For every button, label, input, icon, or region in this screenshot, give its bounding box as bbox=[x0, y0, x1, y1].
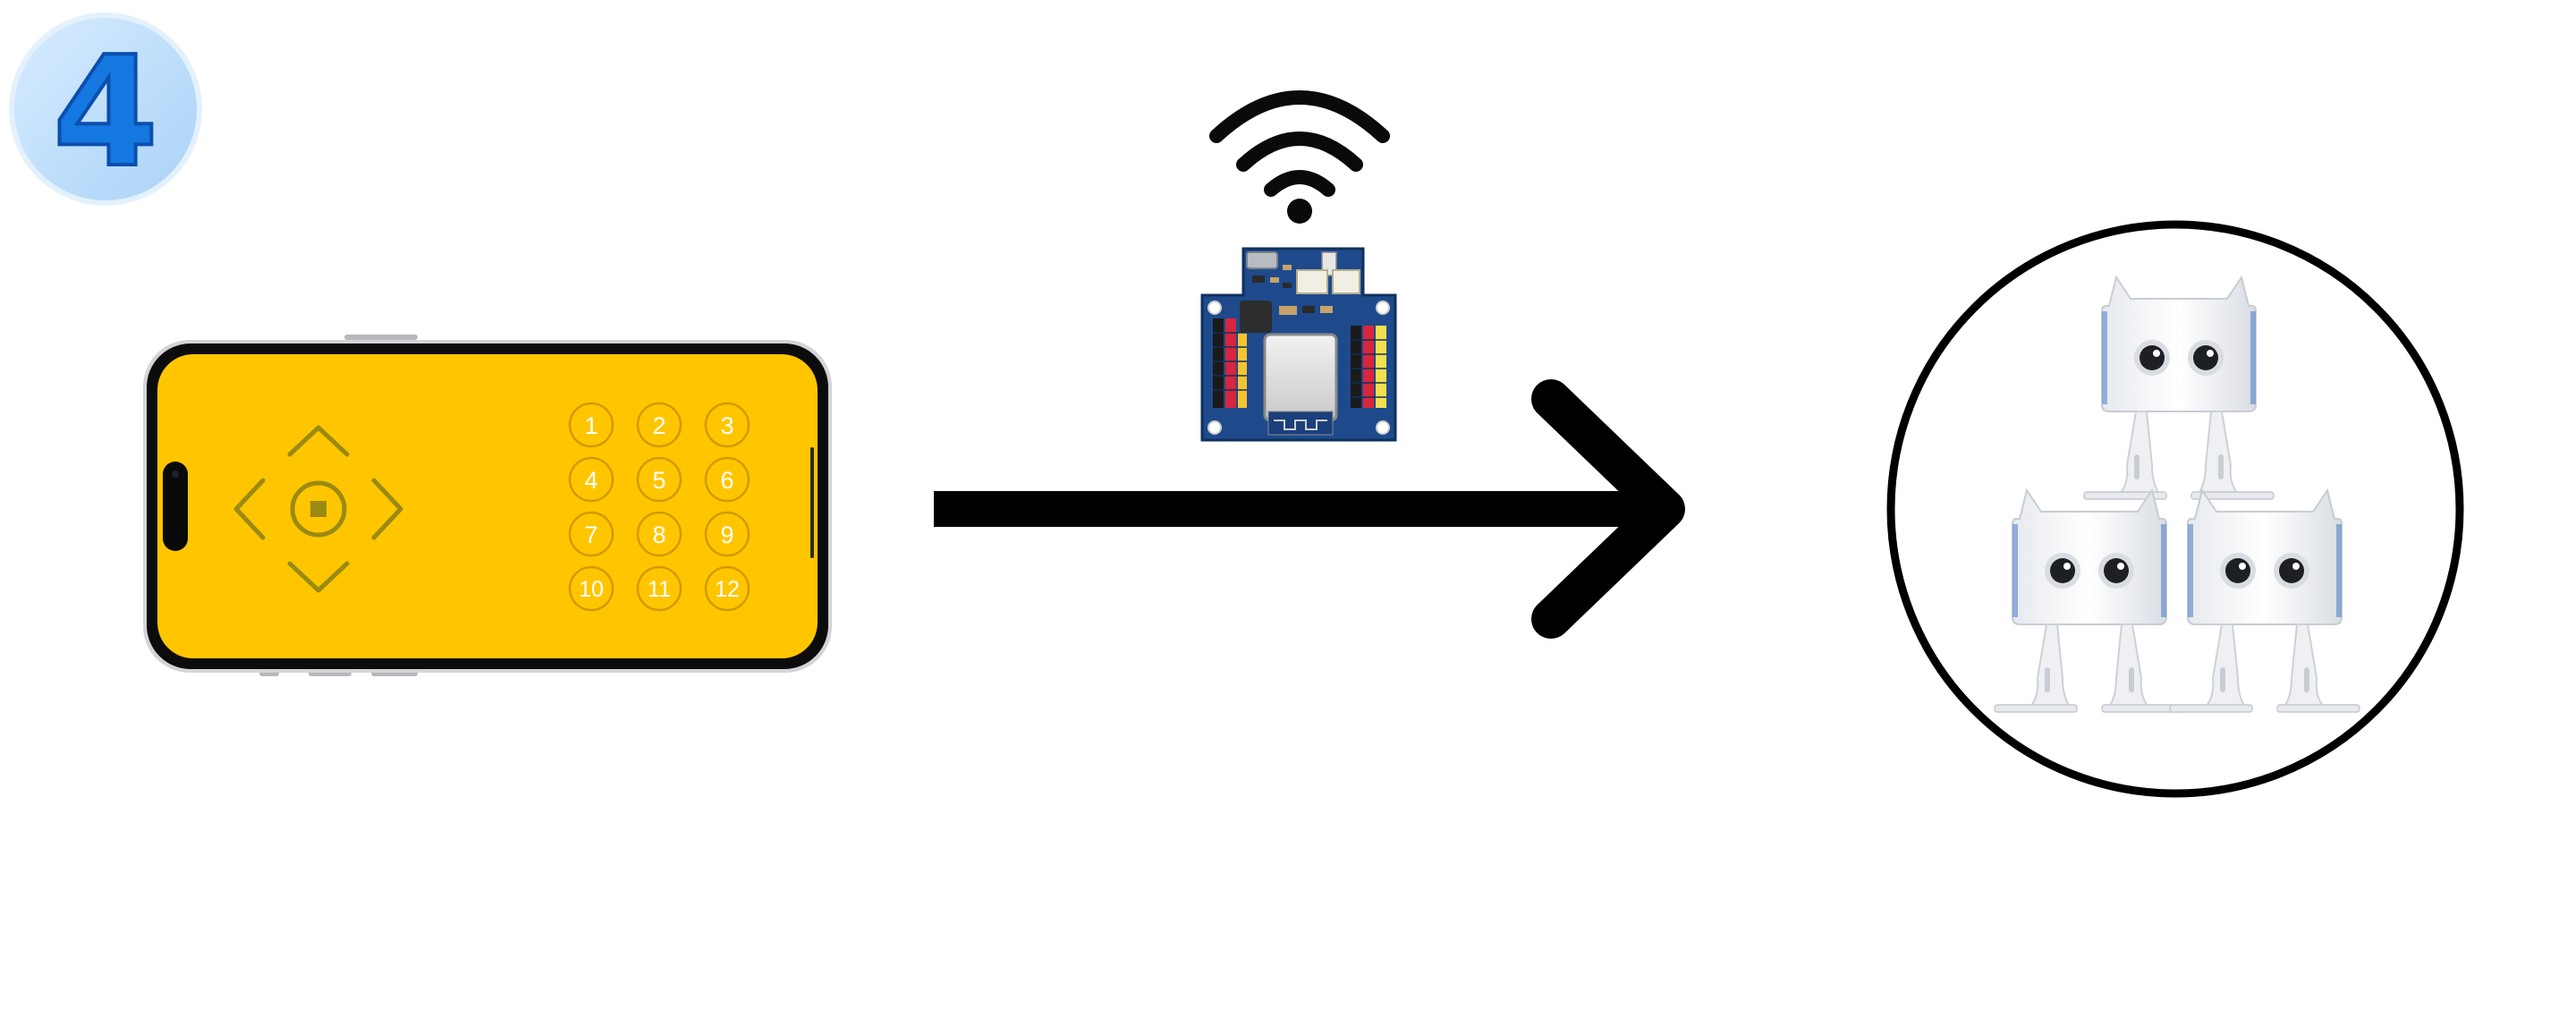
dpad bbox=[233, 425, 403, 593]
wifi-icon bbox=[1209, 90, 1390, 197]
wifi-dot bbox=[1287, 199, 1312, 224]
keypad-button-circle bbox=[568, 402, 614, 448]
keypad-button-12[interactable]: 12 bbox=[704, 565, 750, 612]
keypad-button-label: 3 bbox=[720, 412, 733, 439]
keypad-button-circle bbox=[568, 511, 614, 557]
keypad-button-1[interactable]: 1 bbox=[568, 402, 614, 448]
dpad-right-icon[interactable] bbox=[371, 478, 403, 540]
keypad-button-5[interactable]: 5 bbox=[636, 456, 682, 503]
dpad-left-icon[interactable] bbox=[233, 478, 266, 540]
robot-group bbox=[1886, 220, 2464, 798]
dpad-down-icon[interactable] bbox=[287, 561, 350, 593]
keypad-button-label: 1 bbox=[584, 412, 597, 439]
stop-icon bbox=[310, 501, 326, 517]
keypad-button-circle bbox=[704, 511, 750, 557]
keypad-button-circle bbox=[636, 565, 682, 612]
keypad-button-label: 2 bbox=[652, 412, 665, 439]
dpad-up-icon[interactable] bbox=[287, 425, 350, 457]
left-header-pins bbox=[1213, 318, 1247, 408]
dynamic-island bbox=[163, 462, 188, 551]
keypad-button-circle bbox=[568, 456, 614, 503]
keypad-button-9[interactable]: 9 bbox=[704, 511, 750, 557]
keypad-button-label: 8 bbox=[652, 521, 665, 548]
keypad-button-7[interactable]: 7 bbox=[568, 511, 614, 557]
keypad-button-label: 6 bbox=[720, 467, 733, 494]
right-arrow-icon bbox=[934, 379, 1685, 639]
esp-module bbox=[1263, 333, 1338, 422]
step-badge: 4 bbox=[9, 13, 202, 206]
keypad-button-label: 7 bbox=[584, 521, 597, 548]
keypad-button-10[interactable]: 10 bbox=[568, 565, 614, 612]
keypad-button-11[interactable]: 11 bbox=[636, 565, 682, 612]
keypad-button-circle bbox=[568, 565, 614, 612]
controller-board bbox=[1200, 90, 1397, 442]
keypad-button-6[interactable]: 6 bbox=[704, 456, 750, 503]
keypad-button-circle bbox=[636, 402, 682, 448]
keypad-button-2[interactable]: 2 bbox=[636, 402, 682, 448]
phone-screen bbox=[157, 354, 818, 658]
keypad-button-8[interactable]: 8 bbox=[636, 511, 682, 557]
keypad-button-circle bbox=[704, 565, 750, 612]
step-number: 4 bbox=[53, 24, 158, 201]
keypad-button-label: 12 bbox=[715, 577, 740, 602]
keypad-button-circle bbox=[636, 456, 682, 503]
keypad-button-circle bbox=[636, 511, 682, 557]
keypad-button-4[interactable]: 4 bbox=[568, 456, 614, 503]
keypad-button-label: 4 bbox=[584, 467, 597, 494]
dpad-stop-button[interactable] bbox=[290, 480, 347, 538]
keypad-button-label: 5 bbox=[652, 467, 665, 494]
keypad-button-3[interactable]: 3 bbox=[704, 402, 750, 448]
keypad-button-label: 10 bbox=[579, 577, 604, 602]
keypad-button-label: 11 bbox=[648, 577, 671, 602]
right-header-pins bbox=[1351, 326, 1386, 408]
robot-group-circle bbox=[1886, 220, 2464, 798]
keypad-button-circle bbox=[704, 456, 750, 503]
keypad-button-label: 9 bbox=[720, 521, 733, 548]
keypad-button-circle bbox=[704, 402, 750, 448]
